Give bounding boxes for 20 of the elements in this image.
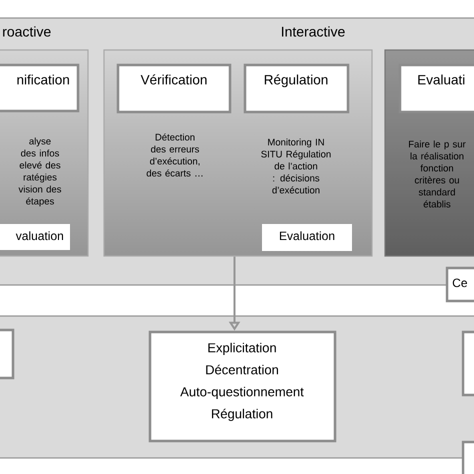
box-label: Evaluati [418, 74, 464, 84]
list-item: Décentration [206, 364, 278, 374]
box-label: valuation [16, 231, 64, 240]
list-item: Auto-questionnement [180, 386, 304, 399]
empty-box [0, 328, 14, 380]
heading: Interactive [282, 26, 345, 37]
body-text: alyse des infos elevé des ratégies vision des étapes [18, 138, 62, 206]
empty-box [462, 440, 474, 474]
box-label: Ce [452, 278, 467, 288]
heading: roactive [3, 26, 51, 37]
box-label: Evaluation [280, 231, 334, 240]
body-text: Monitoring IN SITU Régulation de l’action : décisions d’exécution [261, 138, 331, 194]
list-item: Régulation [212, 408, 272, 421]
box-label: Vérification [140, 74, 206, 84]
box-label: Régulation [264, 74, 328, 88]
list-item: Explicitation [208, 342, 276, 355]
box-label: nification [17, 74, 69, 84]
body-text: Détection des erreurs d’exécution, des écarts … [146, 133, 202, 177]
empty-box [462, 330, 474, 396]
body-text: Faire le p sur la réalisation fonction critères ou standard établis [409, 140, 466, 208]
